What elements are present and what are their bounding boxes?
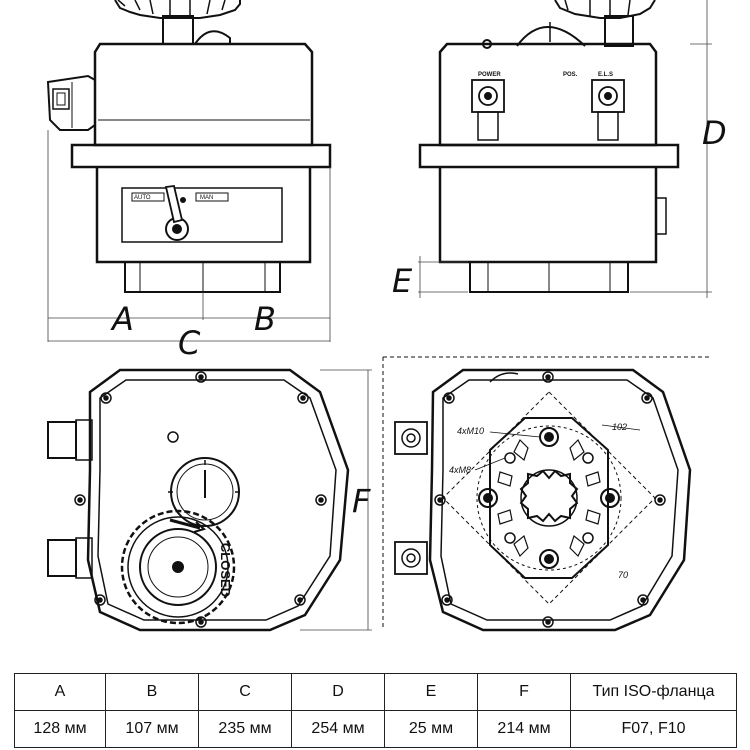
header-a: A — [14, 673, 106, 711]
dim-label-d: D — [702, 114, 727, 152]
m8-label: 4xM8 — [449, 465, 471, 475]
table-header-row: A B C D E F Тип ISO-фланца — [14, 673, 737, 711]
header-c: C — [198, 673, 292, 711]
dim-70-label: 70 — [618, 570, 628, 580]
header-b: B — [105, 673, 199, 711]
top-dimensions — [300, 369, 372, 631]
value-a: 128 мм — [14, 710, 106, 748]
pos-label: POS. — [563, 72, 578, 78]
dim-label-c: C — [178, 324, 201, 362]
dim-102-label: 102 — [612, 422, 627, 432]
side-view — [418, 0, 680, 293]
header-iso-flange: Тип ISO-фланца — [570, 673, 737, 711]
table-row: 128 мм 107 мм 235 мм 254 мм 25 мм 214 мм… — [14, 710, 737, 748]
els-label: E.L.S — [598, 72, 613, 78]
dimensions-table: A B C D E F Тип ISO-фланца 128 мм 107 мм… — [14, 673, 737, 748]
actuator-technical-drawing: A B C AUTO MAN — [46, 0, 727, 632]
dim-label-b: B — [254, 300, 276, 338]
value-e: 25 мм — [384, 710, 478, 748]
value-iso-flange: F07, F10 — [570, 710, 737, 748]
man-label: MAN — [200, 195, 213, 201]
auto-label: AUTO — [134, 195, 151, 201]
side-dimensions — [418, 0, 712, 298]
value-f: 214 мм — [477, 710, 571, 748]
dim-label-f: F — [352, 482, 371, 520]
value-c: 235 мм — [198, 710, 292, 748]
header-e: E — [384, 673, 478, 711]
closed-label: CLOSED — [218, 543, 233, 597]
front-view — [46, 0, 332, 293]
header-f: F — [477, 673, 571, 711]
bottom-view — [382, 356, 710, 632]
header-d: D — [291, 673, 385, 711]
dim-label-a: A — [110, 300, 134, 338]
m10-label: 4xM10 — [457, 426, 484, 436]
value-b: 107 мм — [105, 710, 199, 748]
value-d: 254 мм — [291, 710, 385, 748]
top-view — [47, 368, 350, 632]
dim-label-e: E — [392, 262, 413, 300]
power-label: POWER — [478, 72, 501, 78]
front-dimensions — [47, 130, 331, 342]
